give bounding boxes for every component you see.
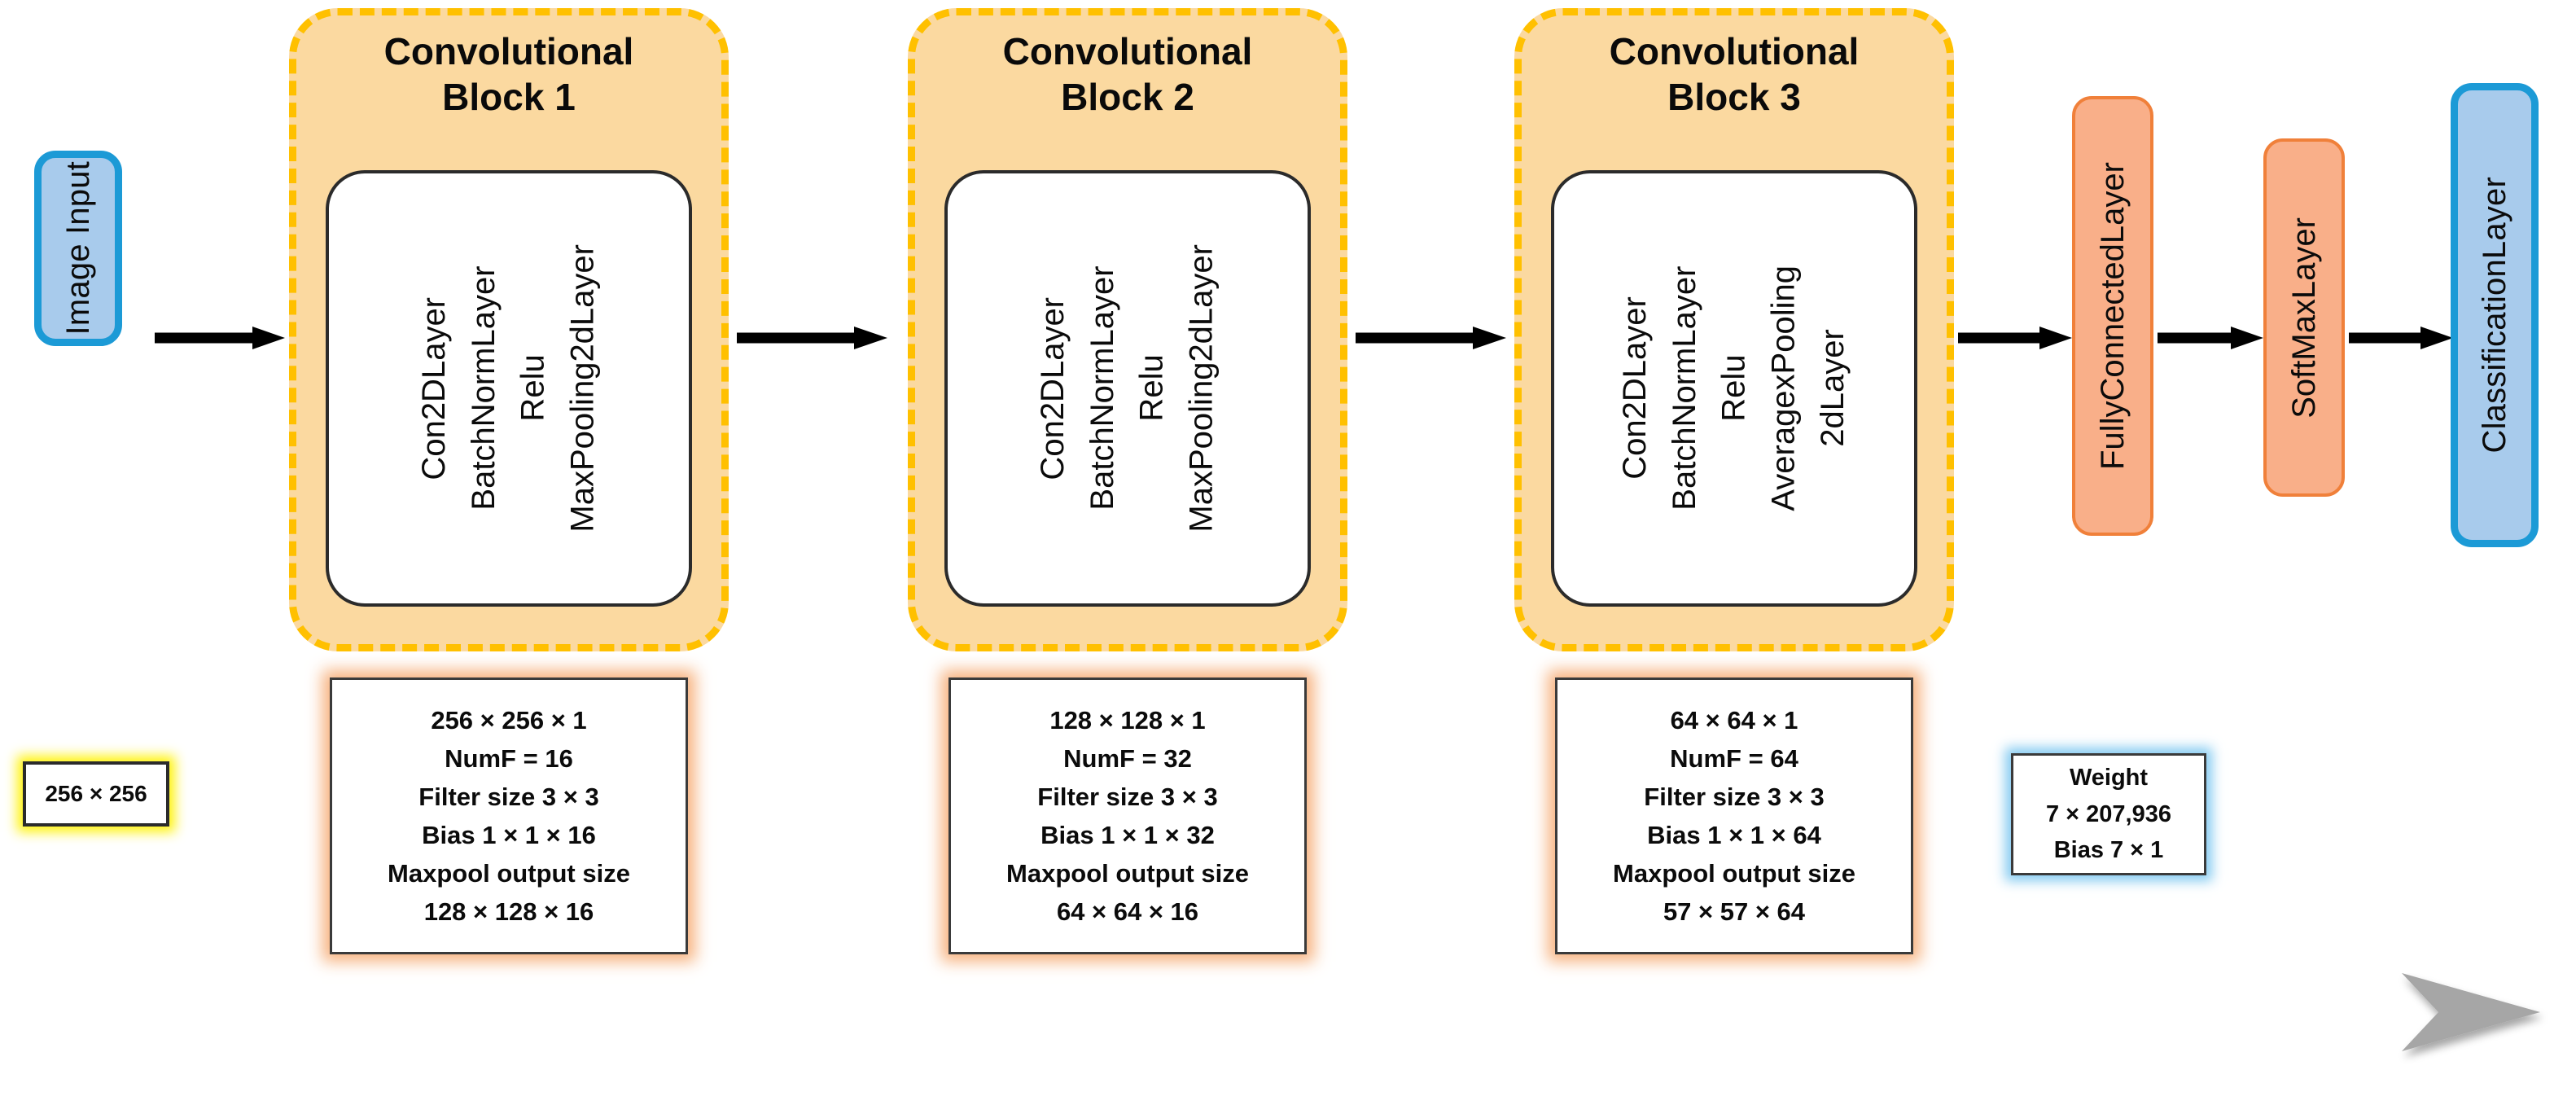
conv-block-3-param-box: 64 × 64 × 1 NumF = 64 Filter size 3 × 3 … <box>1555 677 1913 954</box>
conv-block-2-title: Convolutional Block 2 <box>1002 30 1253 119</box>
weight-box: Weight 7 × 207,936 Bias 7 × 1 <box>2011 753 2206 875</box>
image-input-box: Image Input <box>34 151 122 346</box>
conv-block-1: Convolutional Block 1 Con2DLayer BatchNo… <box>289 8 729 651</box>
image-input-label: Image Input <box>59 161 96 335</box>
arrow-block2-to-block3 <box>1356 326 1506 350</box>
conv-block-2: Convolutional Block 2 Con2DLayer BatchNo… <box>908 8 1347 651</box>
conv-block-1-param-box: 256 × 256 × 1 NumF = 16 Filter size 3 × … <box>330 677 688 954</box>
conv-block-3: Convolutional Block 3 Con2DLayer BatchNo… <box>1514 8 1954 651</box>
fully-connected-layer-label: FullyConnectedLayer <box>2094 162 2131 470</box>
param-line: Bias 1 × 1 × 32 <box>1040 821 1215 849</box>
arrow-input-to-block1 <box>155 326 285 350</box>
param-line: 64 × 64 × 1 <box>1670 705 1798 734</box>
weight-line: 7 × 207,936 <box>2045 800 2171 827</box>
param-line: Maxpool output size <box>1006 859 1249 888</box>
conv-block-2-layers: Con2DLayer BatchNormLayer Relu MaxPoolin… <box>1035 244 1220 533</box>
conv-block-3-layers: Con2DLayer BatchNormLayer Relu AveragexP… <box>1617 265 1851 511</box>
param-line: NumF = 32 <box>1063 743 1192 773</box>
conv-block-3-inner: Con2DLayer BatchNormLayer Relu AveragexP… <box>1551 170 1917 607</box>
param-line: Maxpool output size <box>1613 859 1855 888</box>
conv-block-3-title: Convolutional Block 3 <box>1609 30 1860 119</box>
param-line: 256 × 256 × 1 <box>431 705 587 734</box>
param-line: Bias 1 × 1 × 16 <box>422 821 596 849</box>
param-line: 128 × 128 × 16 <box>423 897 594 927</box>
bottom-progress-arrow <box>0 973 2576 1103</box>
input-size-value: 256 × 256 <box>45 781 147 806</box>
arrow-fullyconnected-to-softmax <box>2158 326 2263 350</box>
conv-block-2-param-box: 128 × 128 × 1 NumF = 32 Filter size 3 × … <box>948 677 1307 954</box>
input-size-box: 256 × 256 <box>23 761 169 827</box>
softmax-layer-box: SoftMaxLayer <box>2263 138 2345 497</box>
param-line: NumF = 64 <box>1670 743 1798 773</box>
weight-line: Bias 7 × 1 <box>2053 837 2164 864</box>
conv-block-1-layers: Con2DLayer BatchNormLayer Relu MaxPoolin… <box>416 244 601 533</box>
conv-block-2-inner: Con2DLayer BatchNormLayer Relu MaxPoolin… <box>944 170 1311 607</box>
param-line: Filter size 3 × 3 <box>1644 782 1825 811</box>
param-line: 64 × 64 × 16 <box>1056 897 1199 927</box>
param-line: NumF = 16 <box>445 743 573 773</box>
param-line: Maxpool output size <box>388 859 630 888</box>
arrow-softmax-to-classification <box>2349 326 2453 350</box>
fully-connected-layer-box: FullyConnectedLayer <box>2072 96 2153 536</box>
conv-block-1-title: Convolutional Block 1 <box>383 30 634 119</box>
param-line: Filter size 3 × 3 <box>1037 782 1218 811</box>
param-line: Filter size 3 × 3 <box>418 782 599 811</box>
classification-layer-box: ClassificationLayer <box>2451 83 2539 547</box>
param-line: 128 × 128 × 1 <box>1049 705 1206 734</box>
param-line: 57 × 57 × 64 <box>1663 897 1806 927</box>
arrow-block3-to-fullyconnected <box>1958 326 2072 350</box>
arrow-block1-to-block2 <box>737 326 887 350</box>
softmax-layer-label: SoftMaxLayer <box>2285 217 2322 419</box>
param-line: Bias 1 × 1 × 64 <box>1647 821 1821 849</box>
weight-line: Weight <box>2069 764 2149 791</box>
classification-layer-label: ClassificationLayer <box>2476 177 2512 454</box>
conv-block-1-inner: Con2DLayer BatchNormLayer Relu MaxPoolin… <box>326 170 692 607</box>
